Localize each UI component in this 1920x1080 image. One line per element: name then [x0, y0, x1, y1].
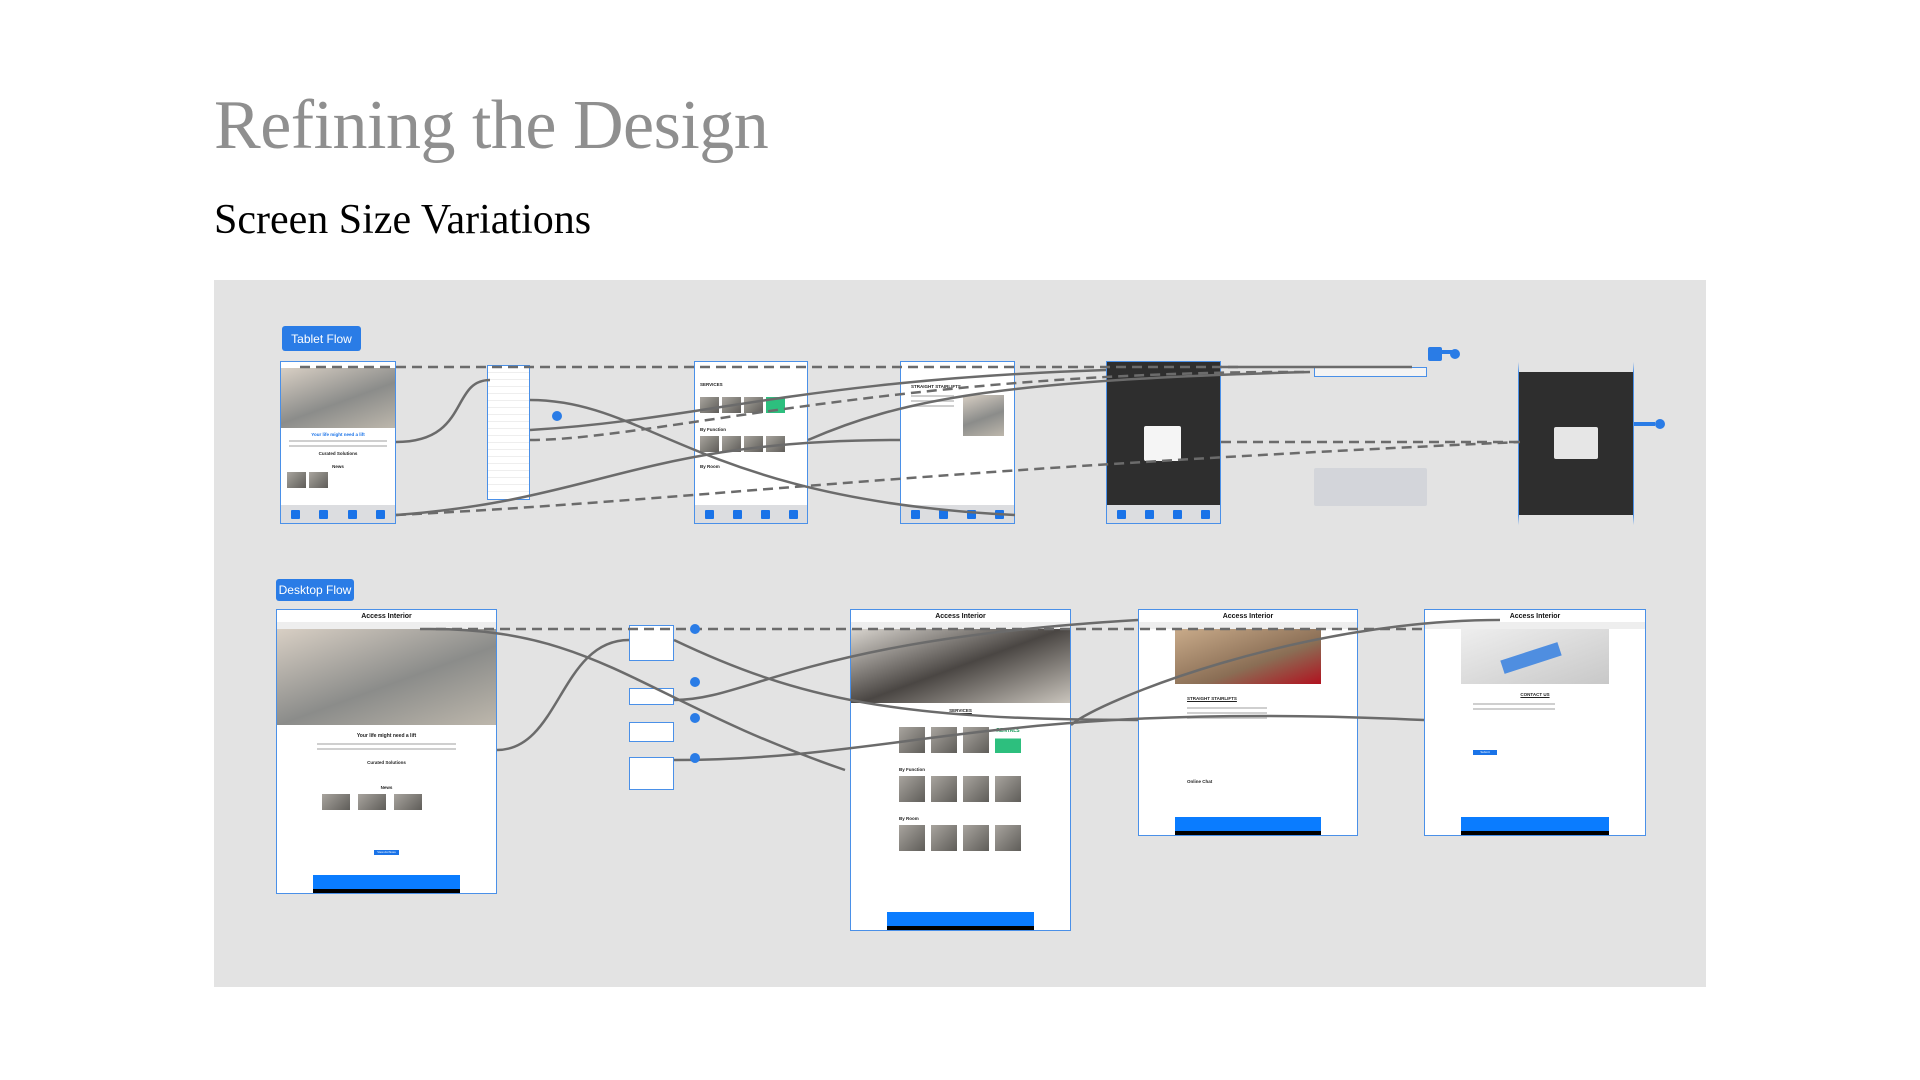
desktop-services-screen[interactable]: Access Interior SERVICES RENTALS By Func… [850, 609, 1071, 931]
products-icon[interactable] [319, 509, 329, 519]
stairlifts-heading: STRAIGHT STAIRLIFTS [911, 384, 961, 389]
footer [1461, 817, 1609, 835]
by-function-heading: By Function [700, 427, 726, 432]
search-icon[interactable] [1173, 509, 1183, 519]
nav-bar[interactable] [277, 622, 496, 629]
slide-subtitle: Screen Size Variations [214, 197, 592, 243]
tab-bar[interactable] [901, 505, 1014, 523]
brand-title: Access Interior [935, 613, 986, 620]
hero-image [851, 629, 1070, 703]
by-room-heading: By Room [899, 816, 919, 821]
home-icon[interactable] [290, 509, 300, 519]
desktop-stairlift-screen[interactable]: Access Interior STRAIGHT STAIRLIFTS Onli… [1138, 609, 1358, 836]
tablet-flow-label[interactable]: Tablet Flow [282, 326, 361, 351]
desktop-dropdown-menu[interactable] [629, 757, 674, 790]
search-icon[interactable] [347, 509, 357, 519]
inquiry-icon[interactable] [788, 509, 798, 519]
contact-heading: CONTACT US [1520, 692, 1550, 697]
products-icon[interactable] [1144, 509, 1154, 519]
news-heading: News [332, 464, 344, 469]
news-thumbnail[interactable] [322, 794, 350, 810]
curated-heading: Curated Solutions [367, 760, 406, 765]
rentals-label: RENTALS [996, 728, 1020, 734]
brand-title: Access Interior [1222, 613, 1274, 620]
nav-bar[interactable] [1425, 622, 1645, 629]
contact-hero-image [1461, 629, 1609, 684]
news-thumbnail[interactable] [394, 794, 422, 810]
tablet-services-screen[interactable]: SERVICES By Function By Room [694, 361, 808, 524]
inquiry-icon[interactable] [376, 509, 386, 519]
search-icon[interactable] [967, 509, 977, 519]
products-icon[interactable] [938, 509, 948, 519]
nav-bar[interactable] [1139, 622, 1357, 629]
footer [313, 875, 460, 893]
inquiry-icon[interactable] [995, 509, 1005, 519]
slide-title: Refining the Design [214, 87, 769, 164]
home-icon[interactable] [910, 509, 920, 519]
home-heading: Your life might need a lift [356, 733, 417, 739]
house-image [277, 629, 496, 725]
tablet-stairlift-screen[interactable]: STRAIGHT STAIRLIFTS [900, 361, 1015, 524]
online-chat-heading: Online Chat [1187, 779, 1213, 784]
brand-title: Access Interior [361, 613, 412, 620]
products-icon[interactable] [732, 509, 742, 519]
tab-bar[interactable] [695, 505, 807, 523]
brand-title: Access Interior [1509, 613, 1561, 620]
house-image [281, 368, 395, 428]
desktop-dropdown-menu[interactable] [629, 688, 674, 705]
stairlift-photo [963, 395, 1004, 436]
home-icon[interactable] [704, 509, 714, 519]
news-heading: News [380, 785, 393, 790]
stairlifts-heading: STRAIGHT STAIRLIFTS [1187, 696, 1237, 701]
desktop-home-screen[interactable]: Access Interior Your life might need a l… [276, 609, 497, 894]
search-icon[interactable] [760, 509, 770, 519]
tablet-keypad-screen[interactable] [1518, 362, 1634, 525]
tab-bar[interactable] [281, 505, 395, 523]
by-function-heading: By Function [899, 767, 925, 772]
curated-heading: Curated Solutions [318, 451, 358, 456]
nav-bar[interactable] [851, 622, 1070, 629]
news-thumbnail[interactable] [287, 472, 306, 488]
numeric-keypad[interactable] [1554, 427, 1598, 459]
contact-options-popup[interactable] [1144, 426, 1181, 461]
services-heading: SERVICES [949, 708, 972, 713]
news-thumbnail[interactable] [309, 472, 328, 488]
footer [887, 912, 1034, 930]
desktop-dropdown-menu[interactable] [629, 722, 674, 742]
search-bar-component[interactable] [1314, 367, 1427, 377]
home-icon[interactable] [1116, 509, 1126, 519]
services-heading: SERVICES [700, 382, 723, 387]
home-heading: Your life might need a lift [311, 432, 365, 437]
desktop-flow-label[interactable]: Desktop Flow [276, 579, 354, 601]
news-thumbnail[interactable] [358, 794, 386, 810]
tablet-menu-panel[interactable] [487, 365, 530, 500]
desktop-dropdown-menu[interactable] [629, 625, 674, 661]
footer [1175, 817, 1321, 835]
by-room-heading: By Room [700, 464, 720, 469]
tablet-home-screen[interactable]: Your life might need a lift Curated Solu… [280, 361, 396, 524]
rentals-tile[interactable]: RENTALS [995, 727, 1021, 753]
keyboard-overlay[interactable] [1314, 468, 1427, 506]
tab-bar[interactable] [1107, 505, 1220, 523]
stairlift-hero-image [1175, 629, 1321, 684]
inquiry-icon[interactable] [1201, 509, 1211, 519]
submit-button[interactable]: Submit [1473, 750, 1497, 755]
tablet-modal-screen[interactable] [1106, 361, 1221, 524]
desktop-contact-screen[interactable]: Access Interior CONTACT US Submit [1424, 609, 1646, 836]
view-archives-button[interactable]: View Archives [374, 850, 399, 855]
